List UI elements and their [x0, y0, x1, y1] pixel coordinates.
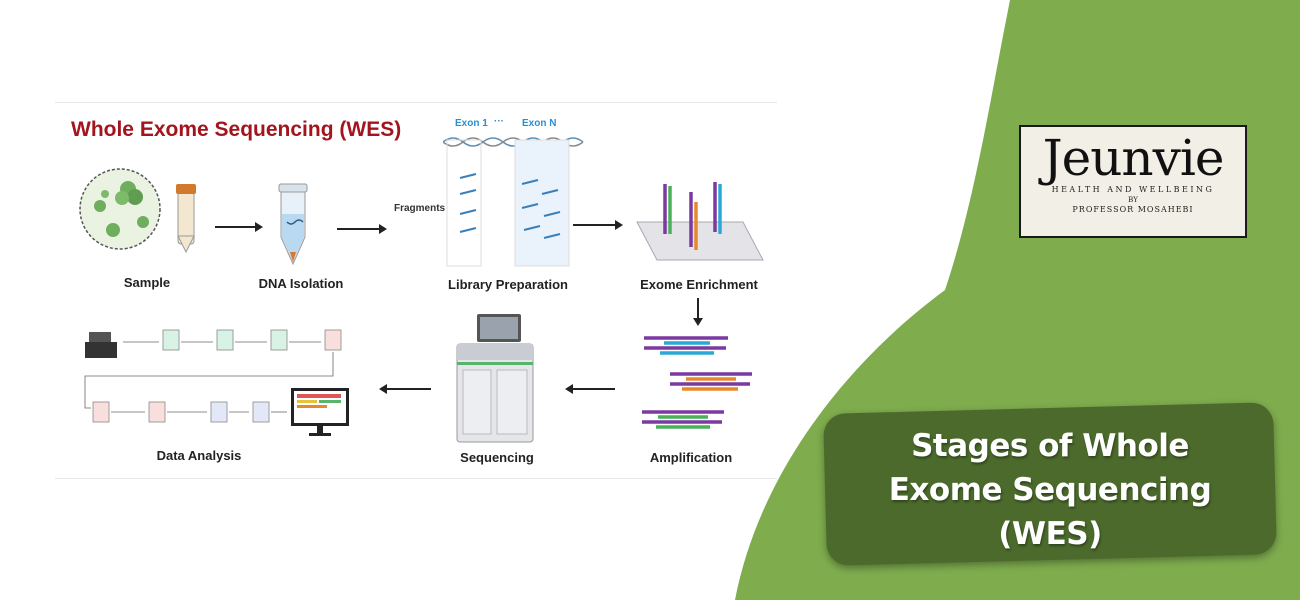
stage-label-sample: Sample: [123, 275, 171, 290]
logo-by: BY: [1128, 196, 1138, 204]
arrow-enrichment-to-amplification: [693, 298, 703, 326]
top-divider: [55, 102, 777, 103]
arrow-sample-to-dna: [215, 222, 263, 232]
data-analysis-pipeline-illustration: [84, 329, 349, 436]
stage-label-data-analysis: Data Analysis: [156, 448, 242, 463]
arrow-library-to-enrichment: [573, 220, 623, 230]
amplification-illustration: [642, 336, 752, 429]
banner-line-1: Stages of Whole: [911, 428, 1189, 464]
arrow-dna-to-library: [337, 224, 387, 234]
bottom-divider: [55, 478, 777, 479]
exome-enrichment-illustration: [636, 182, 764, 261]
banner-line-3: (WES): [998, 516, 1102, 552]
fragments-label: Fragments: [394, 203, 446, 214]
stage-label-sequencing: Sequencing: [460, 450, 534, 465]
sample-illustration: [79, 168, 196, 254]
stage-label-exome-enrichment: Exome Enrichment: [640, 277, 758, 292]
library-prep-illustration: [443, 137, 584, 267]
exon-dots-label: ···: [494, 116, 504, 127]
diagram-title: Whole Exome Sequencing (WES): [71, 118, 402, 141]
stage-label-amplification: Amplification: [649, 450, 733, 465]
arrow-sequencing-to-analysis: [379, 384, 431, 394]
banner-title: Stages of Whole Exome Sequencing (WES): [825, 424, 1275, 556]
jeunvie-logo: Jeunvie HEALTH AND WELLBEING BY PROFESSO…: [1019, 125, 1247, 238]
sequencer-illustration: [456, 314, 534, 443]
logo-tagline: HEALTH AND WELLBEING: [1051, 185, 1215, 194]
stage-label-library-preparation: Library Preparation: [448, 277, 568, 292]
dna-tube-illustration: [278, 183, 308, 266]
exon-last-label: Exon N: [522, 118, 557, 129]
exon-first-label: Exon 1: [455, 118, 488, 129]
wes-diagram: Whole Exome Sequencing (WES) Sample DNA …: [55, 100, 777, 480]
banner-line-2: Exome Sequencing: [888, 472, 1212, 508]
stage-label-dna-isolation: DNA Isolation: [258, 276, 344, 291]
arrow-amplification-to-sequencing: [565, 384, 615, 394]
logo-name: Jeunvie: [1042, 129, 1225, 187]
logo-author: PROFESSOR MOSAHEBI: [1072, 205, 1194, 214]
